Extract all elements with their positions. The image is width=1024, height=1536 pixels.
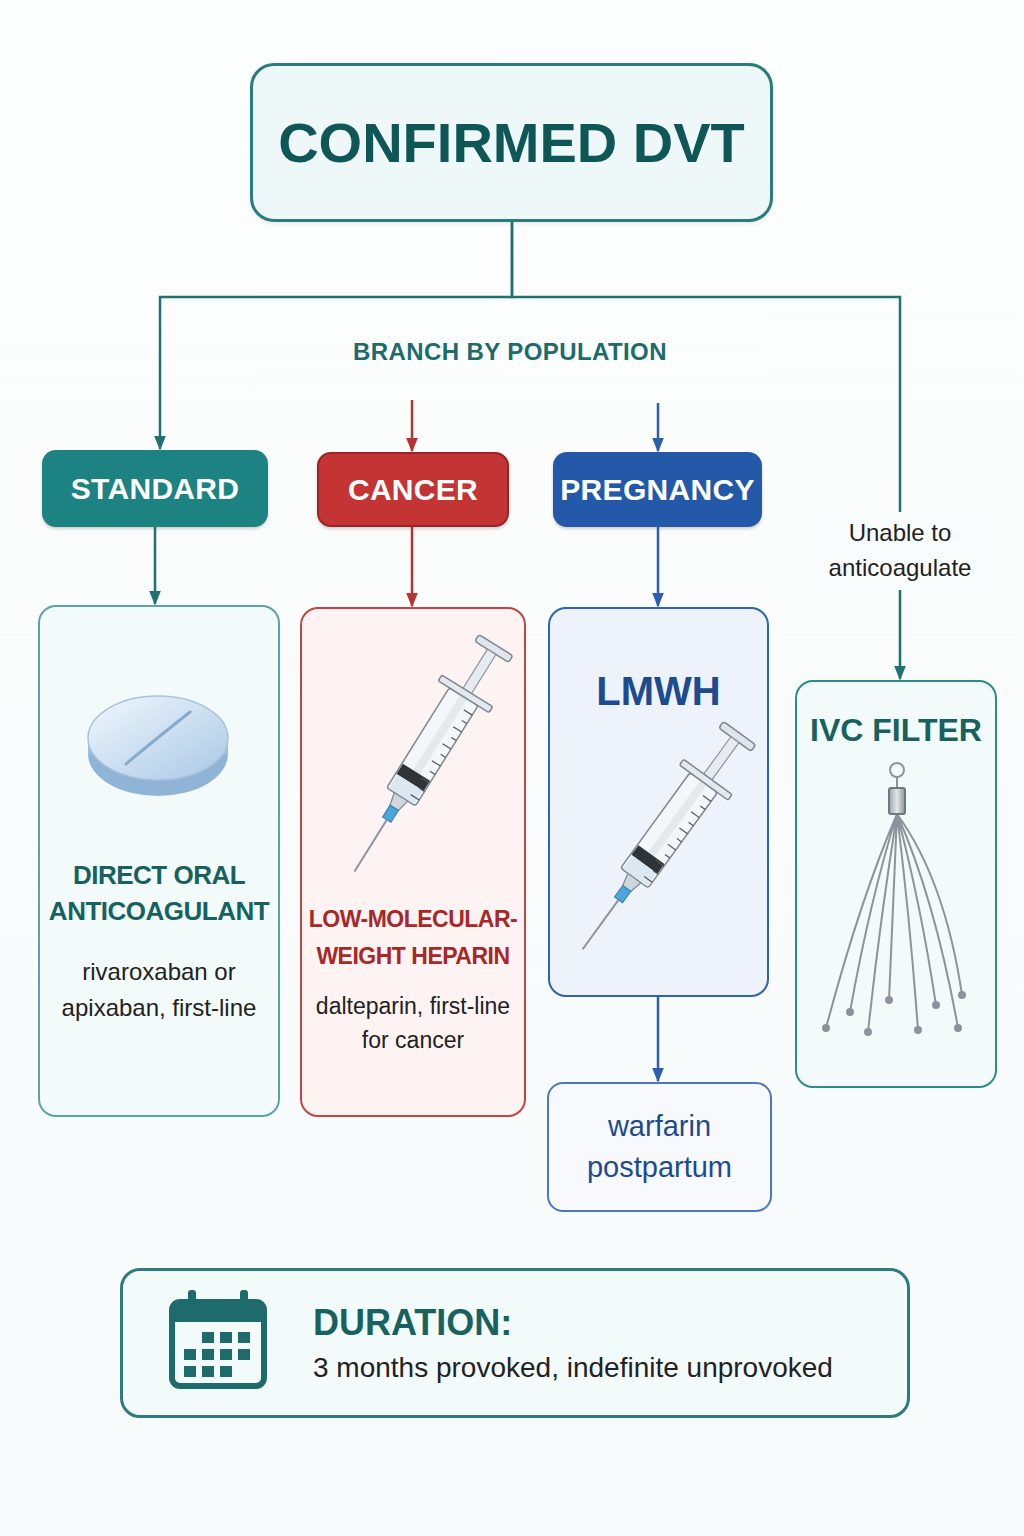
treatment-box: IVC FILTER	[795, 680, 997, 1088]
calendar-ring	[240, 1290, 248, 1312]
duration-heading: DURATION:	[313, 1302, 512, 1344]
duration-box: DURATION: 3 months provoked, indefinite u…	[120, 1268, 910, 1418]
treatment-box: LOW-MOLECULAR-WEIGHT HEPARIN dalteparin, …	[300, 607, 526, 1117]
treatment-heading: IVC FILTER	[810, 712, 982, 749]
flow-arrow	[154, 527, 157, 604]
filter-hook	[890, 763, 904, 777]
edge-label: Unable to anticoagulate	[815, 512, 985, 590]
pill-label: PREGNANCY	[560, 473, 754, 507]
flow-arrow	[411, 527, 414, 606]
treatment-box: LMWH	[548, 607, 769, 997]
calendar-icon	[172, 1290, 264, 1386]
syringe-icon	[329, 629, 521, 887]
flow-arrow	[512, 222, 900, 679]
treatment-box: DIRECT ORAL ANTICOAGULANT rivaroxaban or …	[38, 605, 280, 1117]
calendar-frame	[172, 1302, 264, 1386]
pill-label: STANDARD	[71, 472, 240, 506]
tablet-face	[88, 696, 228, 780]
tablet-side	[88, 712, 228, 796]
tablet-edge	[88, 738, 228, 754]
branch-label: BRANCH BY POPULATION	[280, 338, 740, 366]
treatment-note: rivaroxaban or apixaban, first-line	[44, 954, 274, 1026]
duration-text: 3 months provoked, indefinite unprovoked	[313, 1352, 833, 1384]
followup-text: warfarin postpartum	[557, 1106, 762, 1187]
ivc-filter-icon	[822, 763, 966, 1036]
flow-arrow	[657, 527, 660, 606]
calendar-band	[172, 1302, 264, 1322]
flow-arrow	[657, 997, 660, 1081]
flow-arrow	[657, 403, 660, 451]
start-box: CONFIRMED DVT	[250, 63, 773, 222]
calendar-ring	[188, 1290, 196, 1312]
tablet-icon	[88, 696, 228, 796]
filter-legs	[826, 814, 962, 1032]
population-pill: CANCER	[317, 452, 509, 527]
treatment-note: dalteparin, first-line for cancer	[304, 989, 522, 1058]
population-pill: STANDARD	[42, 450, 268, 527]
start-title: CONFIRMED DVT	[278, 110, 745, 175]
filter-leg-tips	[822, 991, 966, 1036]
followup-box: warfarin postpartum	[547, 1082, 772, 1212]
tablet-score	[126, 712, 190, 764]
syringe-icon	[558, 716, 763, 967]
flow-arrow	[160, 222, 512, 449]
treatment-heading: LOW-MOLECULAR-WEIGHT HEPARIN	[304, 901, 522, 975]
treatment-heading: DIRECT ORAL ANTICOAGULANT	[44, 857, 274, 930]
calendar-grid	[184, 1332, 250, 1377]
pill-label: CANCER	[348, 473, 478, 507]
filter-hub	[889, 788, 905, 814]
filter-stem	[896, 777, 898, 790]
population-pill: PREGNANCY	[553, 452, 762, 527]
treatment-heading: LMWH	[596, 669, 720, 714]
flow-arrow	[411, 400, 414, 451]
